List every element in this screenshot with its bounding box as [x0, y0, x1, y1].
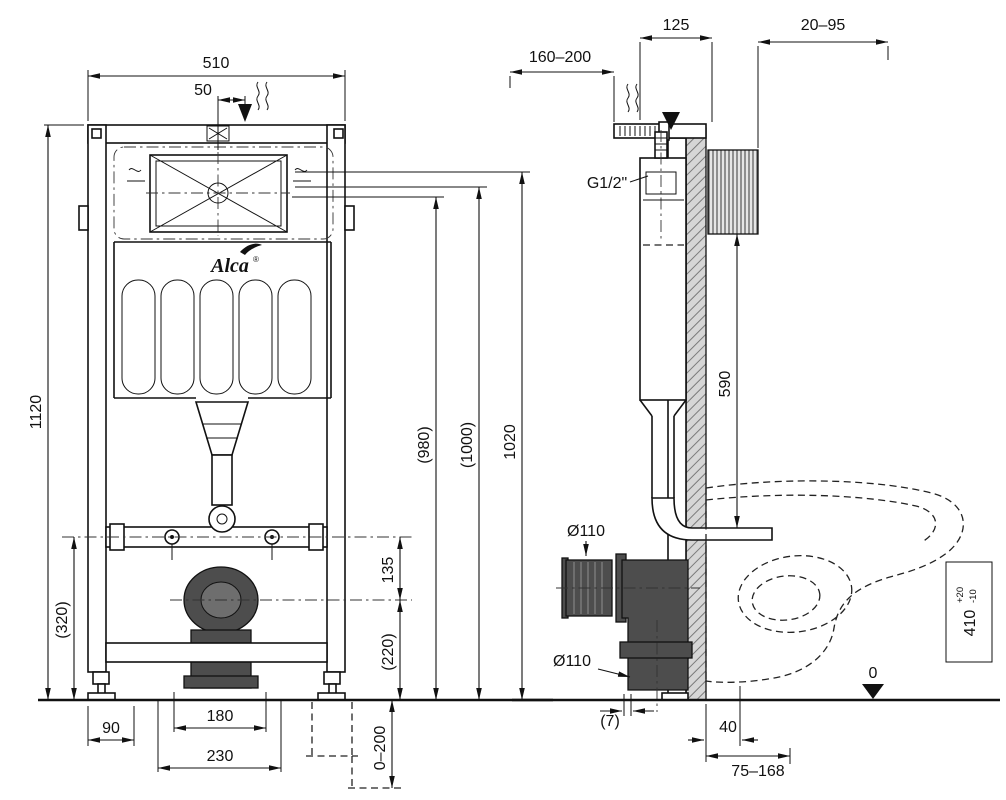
dim-135: 135	[380, 557, 397, 584]
dia-110-lower: Ø110	[553, 653, 591, 670]
dim-410-tol-minus: -10	[968, 589, 979, 603]
wall-section	[685, 127, 707, 701]
drain-elbow-front	[183, 566, 259, 689]
water-level-icon-right	[293, 168, 311, 182]
dim-180: 180	[207, 708, 234, 725]
water-level-icon-left	[127, 168, 145, 182]
dim-50: 50	[194, 82, 212, 99]
dim-510: 510	[203, 55, 230, 72]
water-inlet-icon-side	[626, 83, 680, 130]
brand-logo: Alca ®	[209, 243, 262, 277]
dim-40: 40	[719, 719, 737, 736]
dim-220: (220)	[380, 633, 397, 670]
dim-7: (7)	[600, 713, 620, 730]
thread-leader	[629, 175, 649, 183]
front-view: Alca ®	[28, 55, 530, 789]
top-wall-bracket	[613, 121, 707, 141]
dim-160-200: 160–200	[529, 49, 591, 66]
drain-elbow-side	[615, 553, 693, 691]
dim-1000: (1000)	[459, 422, 476, 468]
bowl-height-note: 410 +20 -10	[945, 561, 993, 663]
dim-230: 230	[207, 748, 234, 765]
flush-window	[146, 152, 290, 236]
brand-swoosh-icon	[240, 243, 262, 255]
bottom-crossbar	[105, 642, 328, 663]
dim-410: 410	[962, 610, 979, 637]
wc-bowl-outline	[705, 480, 964, 683]
dim-590: 590	[717, 371, 734, 398]
dim-410-tol-plus: +20	[955, 587, 966, 603]
cistern-side	[639, 130, 773, 541]
cistern: Alca ®	[113, 125, 334, 399]
dia-110-upper: Ø110	[567, 523, 605, 540]
dim-20-95: 20–95	[801, 17, 846, 34]
flush-pipe-funnel	[194, 401, 250, 533]
water-inlet-icon	[238, 81, 269, 122]
adjustable-foot-left	[87, 671, 116, 701]
brand-name: Alca	[209, 255, 249, 277]
dim-0-200: 0–200	[372, 726, 389, 771]
dim-75-168: 75–168	[731, 763, 784, 780]
front-dimensions: 510 50 1120 (320) 90 180	[28, 55, 530, 789]
dim-1020: 1020	[502, 424, 519, 460]
dim-90: 90	[102, 720, 120, 737]
wall-anchor-block	[707, 149, 759, 235]
dim-320: (320)	[54, 601, 71, 638]
thread-label: G1/2"	[587, 175, 627, 192]
dim-980: (980)	[416, 426, 433, 463]
side-dimensions: 160–200 125 20–95 590 Ø110 Ø110	[509, 17, 993, 780]
flush-pipe-side	[651, 497, 773, 541]
floor-zero-label: 0	[869, 665, 878, 682]
floor-zero-marker: 0	[862, 665, 884, 699]
dim-1120: 1120	[28, 395, 45, 430]
side-view: G1/2"	[509, 17, 993, 780]
brand-reg-mark: ®	[253, 255, 259, 264]
dim-125: 125	[663, 17, 690, 34]
tank-body	[113, 241, 332, 399]
adjustable-foot-right	[317, 671, 346, 701]
